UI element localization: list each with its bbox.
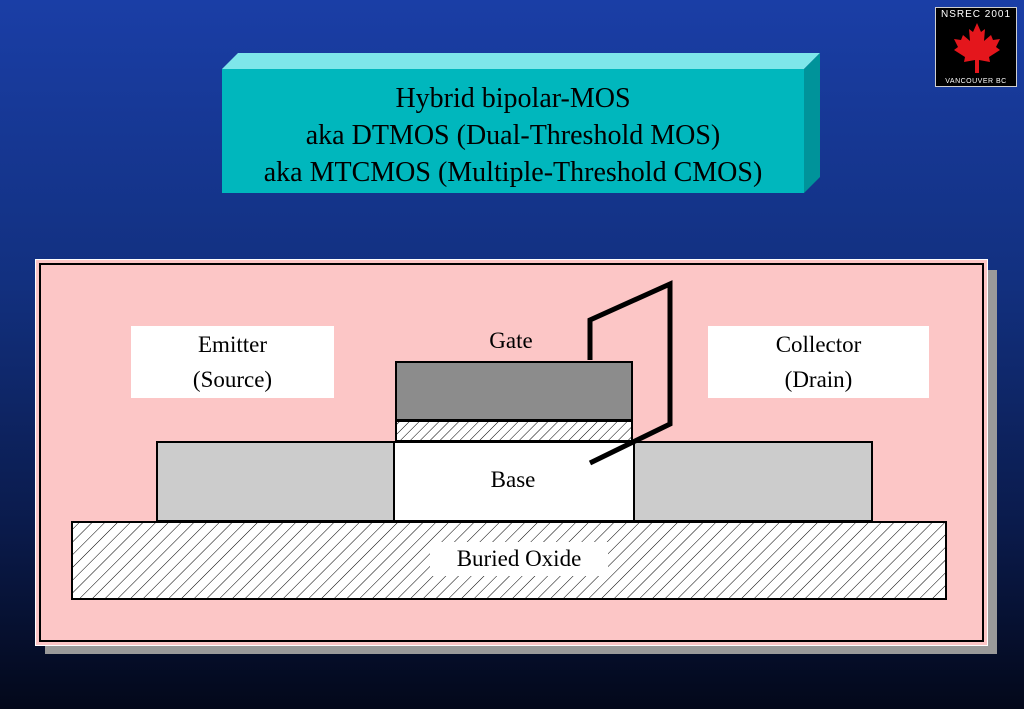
collector-region: [633, 441, 873, 522]
title-line-1: Hybrid bipolar-MOS: [395, 83, 631, 114]
device-cross-section: [71, 280, 947, 600]
collector-label-line-2: (Drain): [784, 367, 853, 392]
gate-block: [395, 361, 633, 421]
device-diagram: Emitter (Source) Collector (Drain) Gate …: [35, 259, 988, 646]
emitter-label: Emitter (Source): [131, 326, 334, 398]
emitter-region: [156, 441, 395, 522]
logo-top-text: NSREC 2001: [940, 9, 1012, 20]
title-box-shape: [222, 53, 820, 193]
maple-leaf-icon: [954, 23, 1000, 73]
title-line-3: aka MTCMOS (Multiple-Threshold CMOS): [263, 157, 763, 188]
nsrec-logo: NSREC 2001 VANCOUVER BC: [935, 7, 1017, 87]
logo-bottom-text: VANCOUVER BC: [945, 78, 1007, 85]
diagram-frame: [39, 263, 984, 642]
gate-oxide-layer: [395, 420, 633, 442]
collector-label: Collector (Drain): [708, 326, 929, 398]
title-text: Hybrid bipolar-MOS aka DTMOS (Dual-Thres…: [222, 80, 804, 191]
base-label: Base: [490, 467, 536, 492]
buried-oxide-label: Buried Oxide: [430, 542, 608, 576]
gate-label: Gate: [489, 328, 533, 353]
base-region: [393, 441, 635, 522]
title-line-2: aka DTMOS (Dual-Threshold MOS): [305, 120, 721, 151]
emitter-label-line-1: Emitter: [198, 332, 267, 357]
gate-base-connection: [587, 280, 673, 466]
collector-label-line-1: Collector: [775, 332, 862, 357]
emitter-label-line-2: (Source): [192, 367, 273, 392]
